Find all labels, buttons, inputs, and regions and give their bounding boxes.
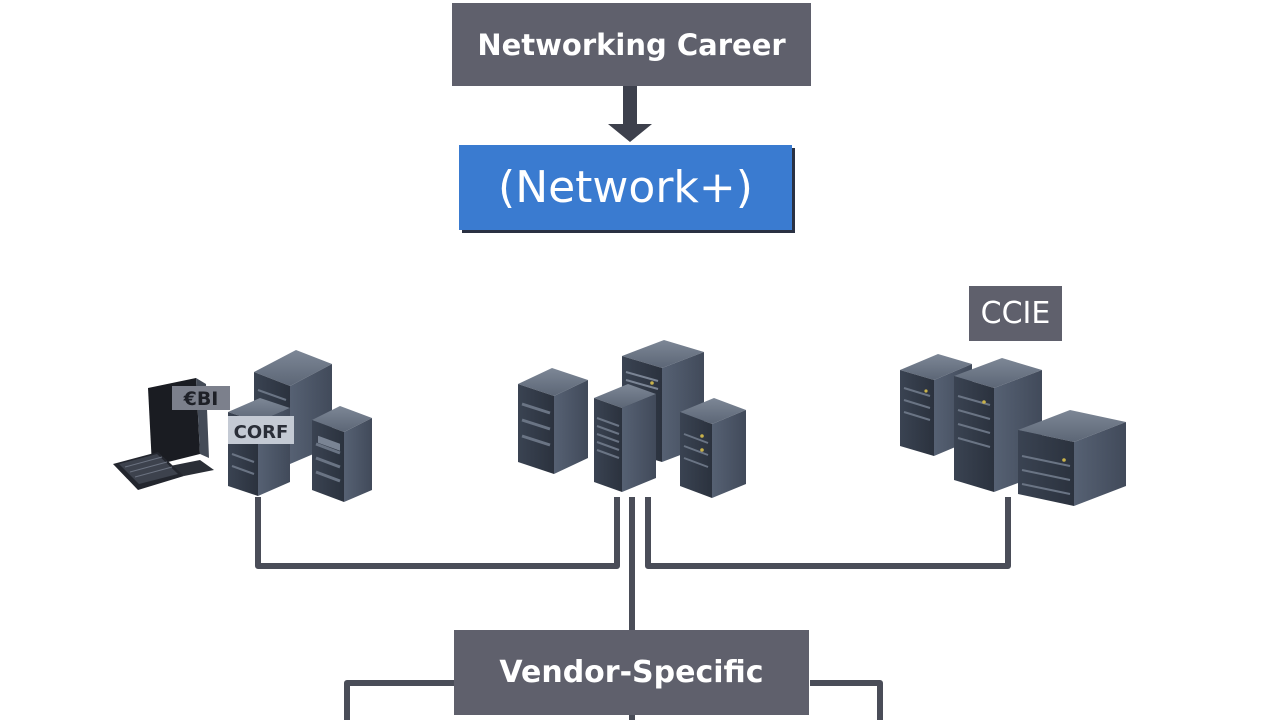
server-tower-icon: [228, 398, 290, 496]
connector-lines: [255, 497, 1011, 720]
networking-career-box: Networking Career: [452, 3, 811, 86]
networking-career-label: Networking Career: [477, 27, 786, 62]
server-tower-icon: [518, 368, 588, 474]
middle-server-cluster: [518, 340, 746, 498]
network-plus-box: (Network+): [459, 145, 792, 230]
server-tower-icon: [680, 398, 746, 498]
keyboard-icon: [113, 452, 184, 490]
ebi-label: €BI: [183, 388, 219, 410]
ebi-label-box: €BI: [172, 386, 230, 410]
vendor-specific-box: Vendor-Specific: [454, 630, 809, 715]
right-server-cluster: [900, 354, 1126, 506]
ccie-label: CCIE: [980, 296, 1051, 331]
corf-label: CORF: [234, 422, 289, 443]
server-rack-icon: [1018, 410, 1126, 506]
server-tower-icon: [594, 384, 656, 492]
ccie-box: CCIE: [969, 286, 1062, 341]
down-arrow: [608, 86, 652, 142]
left-server-cluster: €BI CORF: [113, 350, 372, 502]
server-tower-icon: [312, 406, 372, 502]
vendor-specific-label: Vendor-Specific: [499, 655, 764, 690]
network-plus-label: (Network+): [498, 162, 753, 213]
corf-label-box: CORF: [228, 416, 294, 444]
